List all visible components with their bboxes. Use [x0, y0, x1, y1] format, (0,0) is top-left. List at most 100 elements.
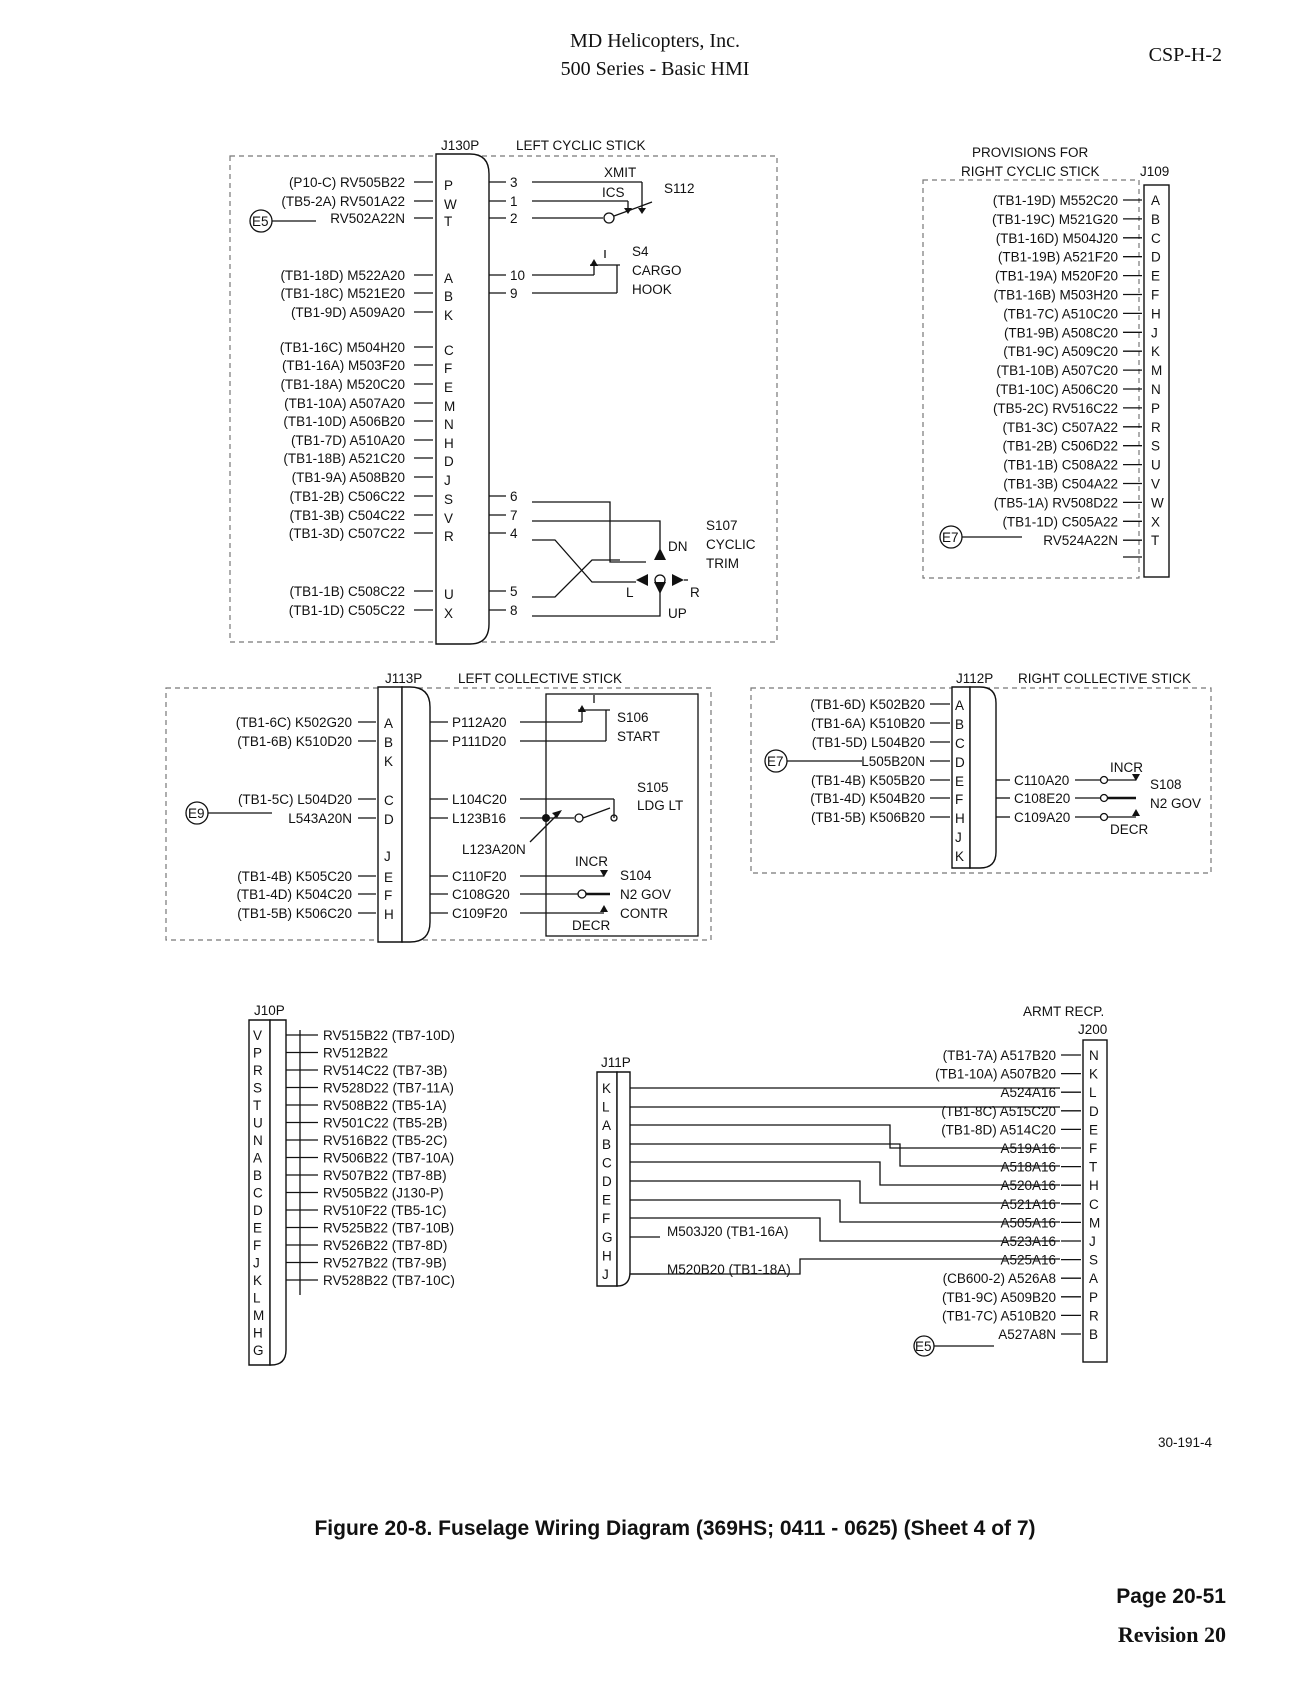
j109-wire-label: (TB1-19C) M521G20	[992, 212, 1118, 227]
j10p-pin-label: T	[253, 1098, 261, 1113]
j10p-wire-label: RV516B22 (TB5-2C)	[323, 1133, 447, 1148]
j200-pin-label: N	[1089, 1048, 1099, 1063]
j200-pin-label: S	[1089, 1253, 1098, 1268]
j130p-contact-label: 4	[510, 526, 518, 541]
j130p-wire-label: (TB1-18A) M520C20	[280, 377, 405, 392]
s112-label: S112	[664, 181, 695, 196]
j200-wire-label: A521A16	[1000, 1197, 1056, 1212]
j10p-wire-label: RV527B22 (TB7-9B)	[323, 1256, 447, 1271]
j130p-contact-label: 10	[510, 268, 525, 283]
j10p-wire-label: RV514C22 (TB7-3B)	[323, 1063, 447, 1078]
j200-wire-label: (TB1-7C) A510B20	[942, 1308, 1056, 1323]
j109-wire-label: (TB1-10C) A506C20	[996, 382, 1118, 397]
j10p-wire-label: RV508B22 (TB5-1A)	[323, 1098, 447, 1113]
j130p-wire-label: (TB1-2B) C506C22	[289, 489, 405, 504]
start-label: START	[617, 729, 660, 744]
s108-label: S108	[1150, 777, 1182, 792]
j109-wire-label: (TB1-10B) A507C20	[996, 363, 1118, 378]
j11p-pin-label: J	[602, 1267, 609, 1282]
j109-ground-e7: E7	[942, 530, 959, 545]
j200-pin-label: K	[1089, 1067, 1098, 1082]
j200-pin-label: H	[1089, 1178, 1099, 1193]
j113p-connector-label: J113P	[385, 671, 422, 686]
j109-pin-label: V	[1151, 477, 1160, 492]
j11p-g-wire: M503J20 (TB1-16A)	[667, 1224, 789, 1239]
j109-wire-label: (TB1-19D) M552C20	[993, 193, 1118, 208]
j130p-pin-label: W	[444, 197, 457, 212]
j130p-pin-label: K	[444, 308, 453, 323]
j200-pin-label: P	[1089, 1290, 1098, 1305]
j130p-wire-label: (TB1-7D) A510A20	[291, 433, 405, 448]
j200-pin-label: R	[1089, 1308, 1099, 1323]
j200-wire-label: A523A16	[1000, 1234, 1056, 1249]
j130p-pin-label: V	[444, 511, 453, 526]
j130p-contact-label: 2	[510, 211, 518, 226]
j200-wire-label: A519A16	[1000, 1141, 1056, 1156]
j200-wire-label: A525A16	[1000, 1253, 1056, 1268]
document-code: CSP-H-2	[1148, 44, 1222, 66]
j10p-pin-label: S	[253, 1081, 262, 1096]
j112p-wire-label: (TB1-5D) L504B20	[812, 735, 925, 750]
j113p-wire-label: (TB1-5B) K506C20	[237, 906, 352, 921]
j130p-pin-label: X	[444, 606, 453, 621]
j112p-pin-label: D	[955, 755, 965, 770]
j130p-wire-label: (TB1-9D) A509A20	[291, 305, 405, 320]
j109-wire-label: (TB1-1B) C508A22	[1003, 458, 1118, 473]
j200-wire-label: A524A16	[1000, 1085, 1056, 1100]
j200-pin-label: B	[1089, 1327, 1098, 1342]
hook-label: HOOK	[632, 282, 672, 297]
j200-pin-label: M	[1089, 1215, 1100, 1230]
j11p-pin-label: F	[602, 1211, 610, 1226]
j130p-pin-label: M	[444, 399, 455, 414]
s104-decr-label: DECR	[572, 918, 611, 933]
j10p-pin-label: E	[253, 1221, 262, 1236]
s108-incr-label: INCR	[1110, 760, 1143, 775]
j11p-pin-label: E	[602, 1193, 611, 1208]
j10p-wire-label: RV525B22 (TB7-10B)	[323, 1221, 454, 1236]
trim-dn-label: DN	[668, 539, 688, 554]
j200-pin-label: L	[1089, 1085, 1097, 1100]
j10p-wire-label: RV501C22 (TB5-2B)	[323, 1116, 447, 1131]
j130p-wire-label: (P10-C) RV505B22	[289, 175, 405, 190]
j11p-pin-label: H	[602, 1248, 612, 1263]
j130p-pin-label: F	[444, 361, 452, 376]
j11p-pin-label: A	[602, 1118, 611, 1133]
s106-label: S106	[617, 710, 649, 725]
j200-wire-label: (TB1-8D) A514C20	[941, 1122, 1056, 1137]
j109-wire-label: RV524A22N	[1043, 533, 1118, 548]
j109-wire-label: (TB5-2C) RV516C22	[993, 401, 1118, 416]
j10p-wire-label: RV505B22 (J130-P)	[323, 1186, 444, 1201]
j109-pin-label: F	[1151, 288, 1159, 303]
j10p-wire-label: RV512B22	[323, 1046, 388, 1061]
j130p-wire-label: (TB1-18C) M521E20	[280, 286, 405, 301]
j10p-pin-label: V	[253, 1028, 262, 1043]
j113p-wire-label: (TB1-4D) K504C20	[236, 887, 352, 902]
trim-label: TRIM	[706, 556, 739, 571]
j113p-pin-label: E	[384, 870, 393, 885]
j200-wire-label: (TB1-10A) A507B20	[935, 1067, 1056, 1082]
j130p-pin-label: C	[444, 343, 454, 358]
j109-pin-label: K	[1151, 344, 1160, 359]
j200-connector-label: J200	[1078, 1022, 1107, 1037]
j200-wire-label: A520A16	[1000, 1178, 1056, 1193]
revision: Revision 20	[1117, 1622, 1226, 1647]
j109-pin-label: X	[1151, 514, 1160, 529]
j11p-pin-label: K	[602, 1081, 611, 1096]
j112p-pin-label: E	[955, 774, 964, 789]
j112p-pin-label: F	[955, 792, 963, 807]
j10p-pin-label: N	[253, 1133, 263, 1148]
j130p-pin-label: P	[444, 178, 453, 193]
j10p-wire-label: RV526B22 (TB7-8D)	[323, 1238, 447, 1253]
j113p-pin-label: C	[384, 793, 394, 808]
j10p-wire-label: RV528D22 (TB7-11A)	[323, 1081, 454, 1096]
j112p-contact-label: C108E20	[1014, 791, 1070, 806]
j130p-pin-label: S	[444, 492, 453, 507]
j113p-pin-label: D	[384, 812, 394, 827]
j109-title-1: PROVISIONS FOR	[972, 145, 1089, 160]
j10p-pin-label: C	[253, 1186, 263, 1201]
s105-label: S105	[637, 780, 669, 795]
cargo-label: CARGO	[632, 263, 682, 278]
j200-wire-label: A505A16	[1000, 1215, 1056, 1230]
j112p-title: RIGHT COLLECTIVE STICK	[1018, 671, 1191, 686]
